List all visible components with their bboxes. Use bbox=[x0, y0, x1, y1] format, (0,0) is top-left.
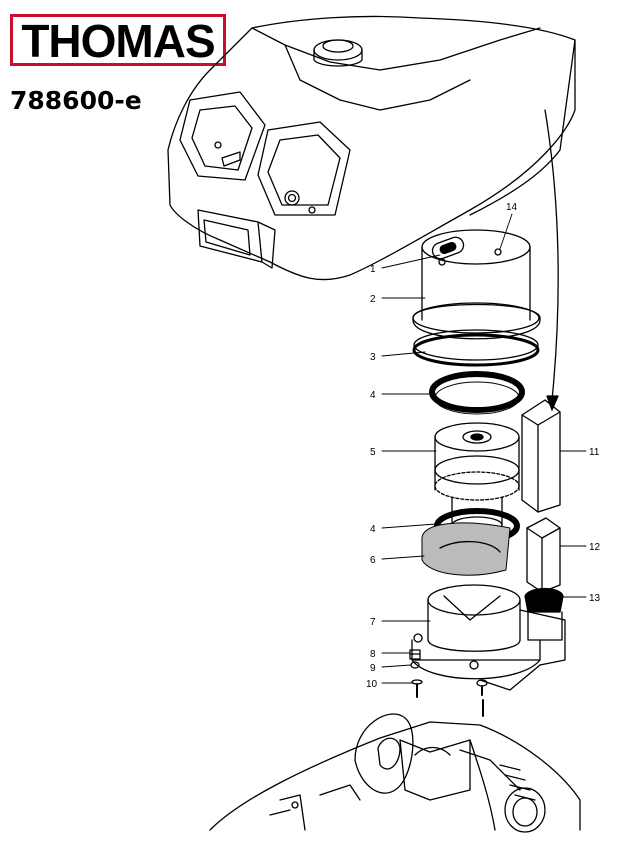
callout-2: 2 bbox=[370, 294, 376, 305]
upper-housing bbox=[167, 15, 576, 281]
callout-1: 1 bbox=[370, 264, 376, 275]
callout-6: 6 bbox=[370, 555, 376, 566]
callout-3: 3 bbox=[370, 352, 376, 363]
callout-12: 12 bbox=[589, 542, 601, 553]
callout-13: 13 bbox=[589, 593, 601, 604]
part-13-clip bbox=[524, 587, 564, 641]
part-14-cap-screws bbox=[438, 248, 502, 266]
part-5-motor bbox=[434, 422, 520, 534]
part-11-tube bbox=[521, 399, 561, 513]
guide-arrow-upper bbox=[544, 109, 559, 401]
callout-8: 8 bbox=[370, 649, 376, 660]
part-4-gasket-upper bbox=[429, 371, 525, 415]
callout-14: 14 bbox=[506, 202, 518, 213]
part-3-seal-ring bbox=[412, 329, 540, 367]
callout-11: 11 bbox=[589, 447, 600, 458]
part-12-tube bbox=[526, 517, 561, 593]
part-8-screw bbox=[409, 649, 421, 660]
callout-9: 9 bbox=[370, 663, 376, 674]
callout-4-lower: 4 bbox=[370, 524, 376, 535]
part-7-base-housing bbox=[411, 584, 566, 691]
brand-logo: THOMAS bbox=[10, 14, 226, 67]
callout-4-upper: 4 bbox=[370, 390, 376, 401]
callout-10: 10 bbox=[366, 679, 378, 690]
part-6-filter-pad bbox=[421, 522, 511, 576]
lower-base bbox=[209, 713, 581, 833]
leader-lines bbox=[381, 213, 587, 684]
part-2-motor-hood bbox=[412, 229, 541, 340]
model-number: 788600-e bbox=[10, 86, 142, 115]
callout-7: 7 bbox=[370, 617, 376, 628]
guide-arrow-lower bbox=[469, 739, 496, 831]
callout-5: 5 bbox=[370, 447, 376, 458]
brand-name: THOMAS bbox=[21, 15, 215, 67]
part-1-switch bbox=[431, 236, 465, 260]
part-10-screw bbox=[411, 679, 488, 717]
callout-labels: 1 2 3 4 5 4 6 7 8 9 10 11 12 13 14 bbox=[366, 202, 601, 690]
